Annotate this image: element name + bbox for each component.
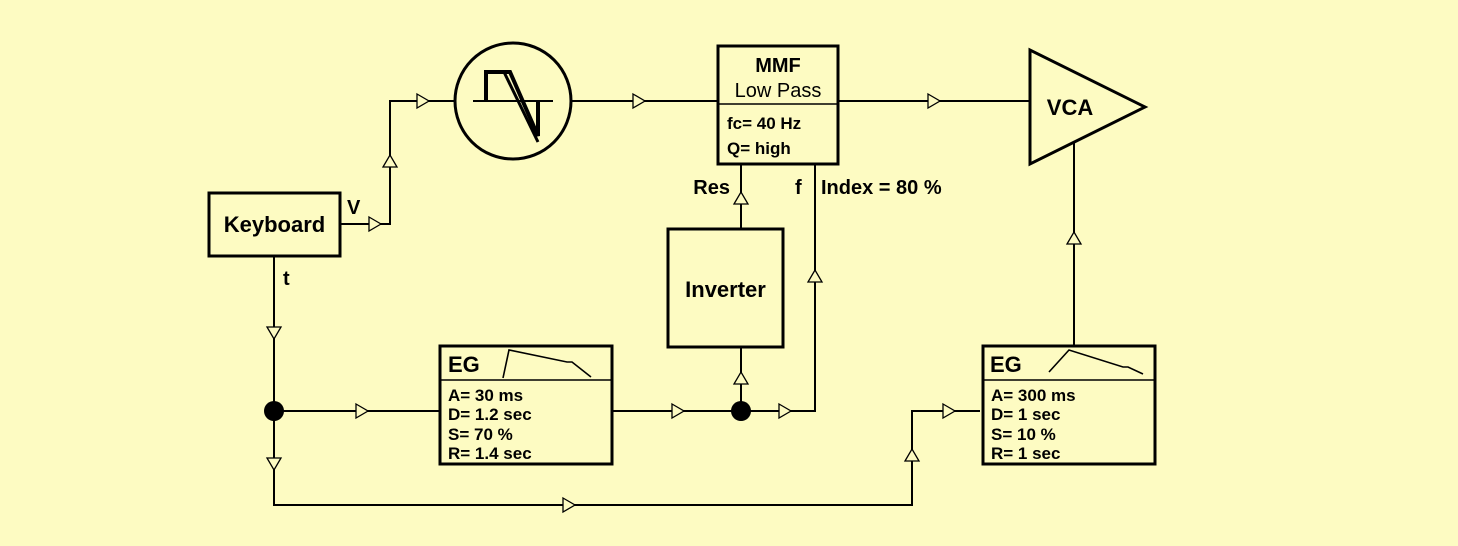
arrow-right [778,402,793,420]
mmf-subtitle: Low Pass [735,80,822,102]
arrow-right [355,402,370,420]
envelope-icon [502,349,592,379]
mmf-block: MMF Low Pass fc= 40 Hz Q= high [716,44,840,166]
eg2-attack: A= 300 ms [991,386,1076,405]
inverter-block: Inverter [666,227,785,349]
eg1-decay: D= 1.2 sec [448,405,532,424]
mmf-res-label: Res [693,177,730,199]
oscillator-block [453,41,573,161]
keyboard-v-label: V [347,197,361,219]
eg2-decay: D= 1 sec [991,405,1060,424]
eg2-block: EG A= 300 ms D= 1 sec S= 10 % R= 1 sec [981,344,1157,466]
junction-dot-keyboard-t [264,401,284,421]
eg1-release: R= 1.4 sec [448,444,532,463]
mmf-fc: fc= 40 Hz [727,114,801,133]
arrow-right [562,496,577,514]
mmf-index-label: Index = 80 % [821,177,942,199]
arrow-right [671,402,686,420]
eg1-attack: A= 30 ms [448,386,523,405]
eg2-sustain: S= 10 % [991,425,1056,444]
eg1-sustain: S= 70 % [448,425,513,444]
keyboard-block: Keyboard [207,191,342,258]
arrows [265,92,1083,514]
mmf-q: Q= high [727,139,791,158]
arrow-right [416,92,431,110]
sawtooth-wave-icon [473,70,553,143]
keyboard-t-label: t [283,268,290,290]
eg1-title: EG [448,352,480,377]
mmf-f-label: f [795,177,802,199]
arrow-up [732,370,750,385]
eg2-title: EG [990,352,1022,377]
arrow-right [368,215,383,233]
arrow-up [381,153,399,168]
arrow-right [632,92,647,110]
wire-keyboard-t-to-eg2 [273,256,980,506]
inverter-label: Inverter [685,277,766,302]
arrow-down [265,326,283,341]
eg2-release: R= 1 sec [991,444,1060,463]
junction-dot-eg1-out [731,401,751,421]
arrow-up [1065,230,1083,245]
keyboard-label: Keyboard [224,212,325,237]
arrow-down [265,457,283,472]
arrow-up [806,268,824,283]
mmf-title: MMF [755,55,801,77]
vca-label: VCA [1047,95,1094,120]
envelope-icon [1048,349,1144,375]
vca-block: VCA [1028,47,1149,167]
arrow-up [903,447,921,462]
arrow-up [732,190,750,205]
arrow-right [927,92,942,110]
eg1-block: EG A= 30 ms D= 1.2 sec S= 70 % R= 1.4 se… [438,344,614,466]
arrow-right [942,402,957,420]
